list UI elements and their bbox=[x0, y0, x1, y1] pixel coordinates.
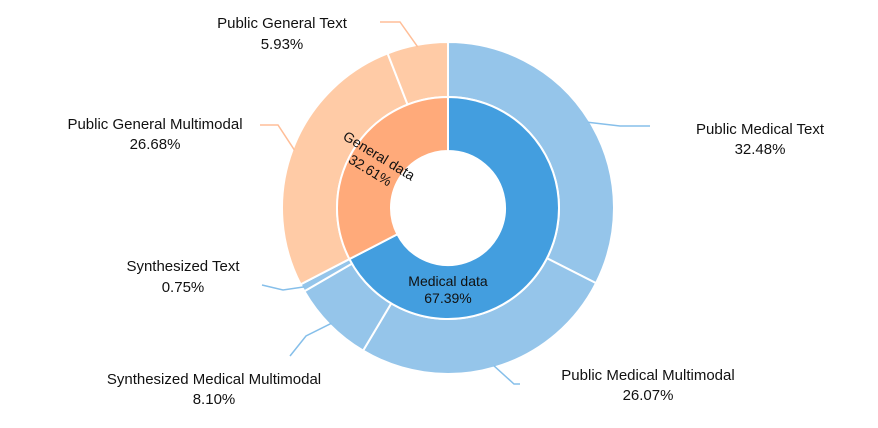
label-synthesized-medical-multimodal: Synthesized Medical Multimodal bbox=[107, 371, 321, 388]
value-public-medical-text: 32.48% bbox=[735, 141, 786, 158]
value-public-general-text: 5.93% bbox=[261, 36, 304, 53]
inner-value-medical-data: 67.39% bbox=[424, 290, 471, 306]
value-public-general-multimodal: 26.68% bbox=[130, 136, 181, 153]
label-public-medical-text: Public Medical Text bbox=[696, 121, 825, 138]
inner-slice-general-data bbox=[336, 95, 449, 261]
value-public-medical-multimodal: 26.07% bbox=[623, 387, 674, 404]
leader-line-public-general-multimodal bbox=[260, 124, 296, 151]
inner-label-medical-data: Medical data bbox=[408, 273, 488, 289]
leader-line-synthesized-text bbox=[261, 284, 305, 291]
leader-line-public-medical-text bbox=[587, 121, 650, 127]
inner-slice-medical-data bbox=[348, 95, 560, 320]
outer-ring bbox=[281, 40, 615, 375]
label-synthesized-text: Synthesized Text bbox=[126, 258, 240, 275]
inner-ring bbox=[336, 95, 560, 320]
label-public-medical-multimodal: Public Medical Multimodal bbox=[561, 367, 734, 384]
leader-line-public-medical-multimodal bbox=[493, 364, 520, 385]
leader-line-synthesized-medical-multimodal bbox=[289, 322, 332, 357]
label-public-general-text: Public General Text bbox=[217, 15, 348, 32]
value-synthesized-text: 0.75% bbox=[162, 279, 205, 296]
outer-labels: Public Medical Text 32.48% Public Medical … bbox=[67, 15, 824, 408]
label-public-general-multimodal: Public General Multimodal bbox=[67, 116, 242, 133]
value-synthesized-medical-multimodal: 8.10% bbox=[193, 391, 236, 408]
leader-line-public-general-text bbox=[380, 21, 419, 48]
leader-lines bbox=[260, 21, 650, 385]
